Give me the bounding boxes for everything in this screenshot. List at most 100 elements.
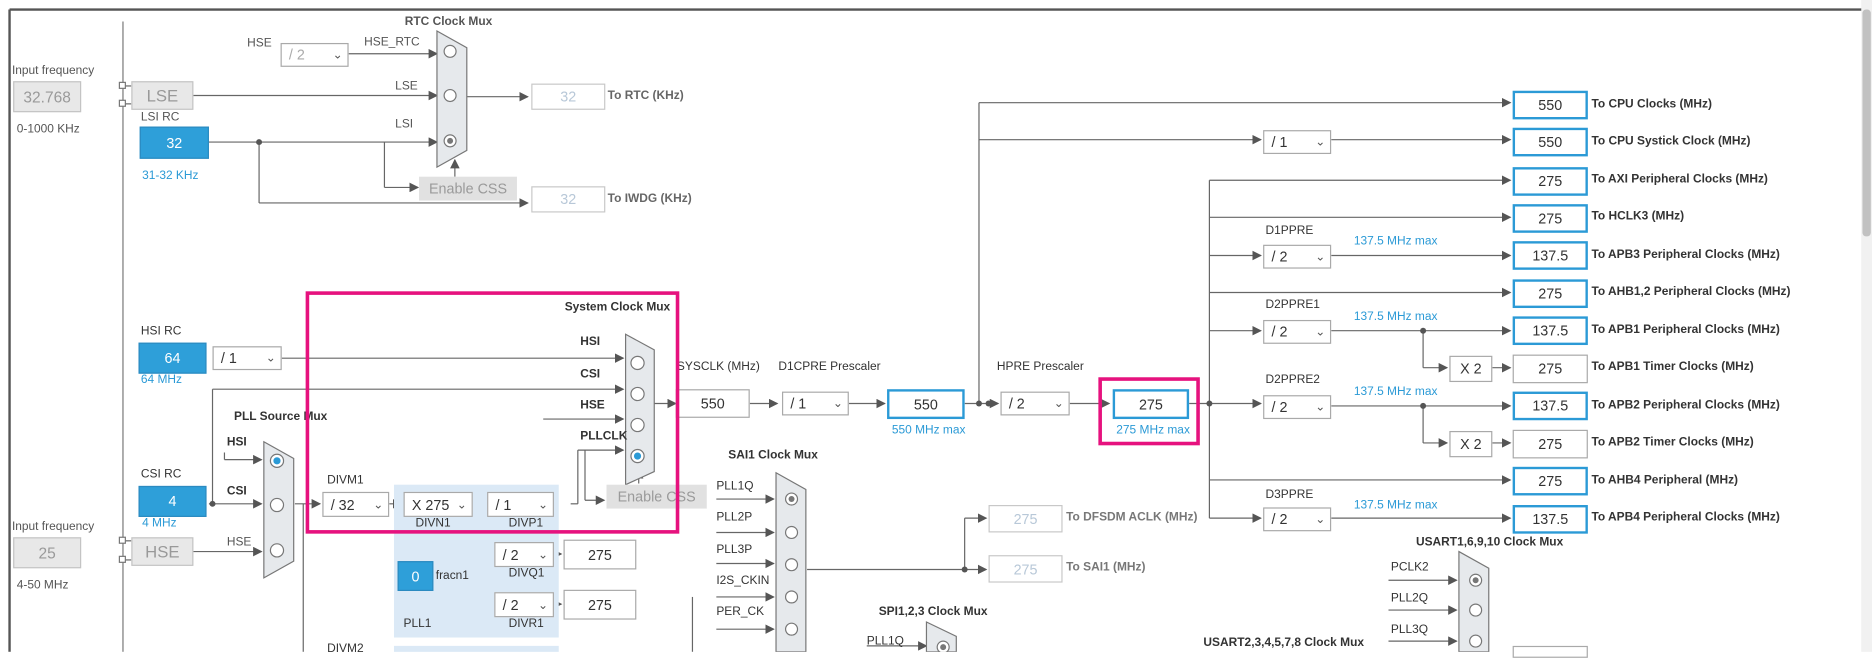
hsi-rc-label: HSI RC (140, 324, 182, 338)
lse-range-label: 0-1000 KHz (16, 122, 80, 137)
fracn1-label: fracn1 (435, 569, 469, 583)
pll1-label: PLL1 (403, 617, 432, 631)
chevron-down-icon: ⌄ (1315, 513, 1326, 527)
apb1-timer-value[interactable]: 275 (1512, 354, 1588, 384)
sai1-output-label: To SAI1 (MHz) (1066, 561, 1146, 575)
dfsdm-aclk-value[interactable]: 275 (988, 505, 1063, 533)
lse-block[interactable]: LSE (131, 81, 194, 110)
divn1-select[interactable]: X 275⌄ (403, 491, 473, 517)
hpre-output[interactable]: 275 (1112, 389, 1190, 420)
fracn1-value[interactable]: 0 (397, 561, 434, 591)
apb4-peripheral-value[interactable]: 137.5 (1512, 505, 1588, 534)
sysmux-pllclk-label: PLLCLK (580, 429, 628, 443)
vertical-scrollbar[interactable] (1861, 0, 1872, 652)
ahb4-peripheral-value[interactable]: 275 (1512, 466, 1588, 496)
pll2-block (393, 645, 559, 652)
hsi-divider-select[interactable]: / 1⌄ (212, 346, 282, 371)
rtc-hse-divider-select[interactable]: / 2⌄ (280, 42, 349, 67)
chevron-down-icon: ⌄ (1315, 136, 1326, 150)
divq1-output[interactable]: 275 (563, 539, 637, 570)
apb1-timer-label: To APB1 Timer Clocks (MHz) (1591, 360, 1754, 374)
axi-peripheral-value[interactable]: 275 (1512, 167, 1588, 196)
cpu-clocks-value[interactable]: 550 (1512, 90, 1588, 120)
csi-rc-value[interactable]: 4 (138, 485, 207, 517)
ahb12-peripheral-value[interactable]: 275 (1512, 279, 1588, 309)
d3ppre-select[interactable]: / 2⌄ (1263, 507, 1332, 532)
system-clock-mux-highlight (305, 291, 680, 534)
hse-block[interactable]: HSE (131, 537, 194, 566)
divn1-label: DIVN1 (415, 516, 451, 531)
lse-input-frequency-field[interactable]: 32.768 (13, 81, 82, 113)
usart1-input-pll2q: PLL2Q (1390, 592, 1429, 606)
pll-src-csi-label: CSI (226, 484, 247, 498)
divm1-label: DIVM1 (327, 473, 364, 488)
rtc-enable-css-button[interactable]: Enable CSS (419, 176, 517, 201)
usart1-mux-title: USART1,6,9,10 Clock Mux (1415, 536, 1564, 550)
d1cpre-label: D1CPRE Prescaler (778, 360, 881, 374)
lsi-rc-value[interactable]: 32 (139, 126, 209, 159)
iwdg-output-value[interactable]: 32 (531, 186, 606, 213)
d1cpre-output[interactable]: 550 (887, 389, 965, 420)
d2ppre2-max-label: 137.5 MHz max (1353, 385, 1438, 399)
chevron-down-icon: ⌄ (265, 352, 276, 366)
vertical-scrollbar-thumb[interactable] (1862, 9, 1871, 237)
chevron-down-icon: ⌄ (537, 498, 548, 512)
hse-range-label: 4-50 MHz (16, 579, 69, 593)
apb3-peripheral-label: To APB3 Peripheral Clocks (MHz) (1591, 248, 1780, 262)
d1ppre-label: D1PPRE (1265, 224, 1314, 238)
sai1-input-per-ck: PER_CK (716, 605, 765, 619)
divq1-select[interactable]: / 2⌄ (494, 542, 554, 568)
d1cpre-select[interactable]: / 1⌄ (781, 391, 849, 416)
sysclk-value[interactable]: 550 (675, 389, 750, 418)
axi-peripheral-label: To AXI Peripheral Clocks (MHz) (1591, 173, 1768, 187)
divr1-output[interactable]: 275 (563, 589, 637, 620)
divm2-label: DIVM2 (327, 642, 364, 656)
apb1-peripheral-label: To APB1 Peripheral Clocks (MHz) (1591, 323, 1780, 337)
spi-input-pll1q: PLL1Q (866, 635, 904, 649)
d2ppre2-select[interactable]: / 2⌄ (1263, 395, 1332, 420)
hclk3-value[interactable]: 275 (1512, 204, 1588, 233)
divq1-label: DIVQ1 (508, 567, 545, 581)
chevron-down-icon: ⌄ (332, 48, 343, 63)
cpu-systick-value[interactable]: 550 (1512, 127, 1588, 157)
divr1-select[interactable]: / 2⌄ (494, 592, 554, 618)
apb2-timer-multiplier: X 2 (1449, 430, 1493, 458)
sai1-input-pll3p: PLL3P (716, 543, 753, 557)
csi-rc-label: CSI RC (140, 468, 182, 482)
d3ppre-max-label: 137.5 MHz max (1353, 499, 1438, 513)
rtc-lse-input-label: LSE (395, 79, 418, 94)
chevron-down-icon: ⌄ (537, 598, 548, 612)
d2ppre2-label: D2PPRE2 (1265, 373, 1320, 387)
rtc-hse-label: HSE (247, 37, 272, 51)
csi-frequency-label: 4 MHz (142, 516, 177, 531)
divm1-select[interactable]: / 32⌄ (322, 491, 390, 517)
chevron-down-icon: ⌄ (537, 548, 548, 562)
d1ppre-max-label: 137.5 MHz max (1353, 235, 1438, 249)
hpre-select[interactable]: / 2⌄ (1000, 391, 1070, 416)
systick-divider-select[interactable]: / 1⌄ (1263, 130, 1332, 155)
d1ppre-select[interactable]: / 2⌄ (1263, 244, 1332, 269)
apb3-peripheral-value[interactable]: 137.5 (1512, 241, 1588, 270)
lsi-range-label: 31-32 KHz (142, 169, 199, 183)
d2ppre1-label: D2PPRE1 (1265, 298, 1320, 312)
hsi-rc-value[interactable]: 64 (138, 342, 207, 374)
rtc-output-value[interactable]: 32 (531, 83, 606, 110)
sai1-input-i2s-ckin: I2S_CKIN (716, 574, 770, 588)
usart1-input-pll3q: PLL3Q (1390, 623, 1429, 637)
d2ppre1-select[interactable]: / 2⌄ (1263, 319, 1332, 344)
ahb4-peripheral-label: To AHB4 Peripheral (MHz) (1591, 473, 1739, 488)
apb2-peripheral-label: To APB2 Peripheral Clocks (MHz) (1591, 398, 1780, 412)
hclk-highlight (1098, 377, 1200, 446)
hclk3-label: To HCLK3 (MHz) (1591, 210, 1685, 224)
apb4-peripheral-label: To APB4 Peripheral Clocks (MHz) (1591, 510, 1780, 525)
apb2-timer-value[interactable]: 275 (1512, 429, 1588, 459)
iwdg-output-label: To IWDG (KHz) (607, 192, 692, 206)
sai1-output-value[interactable]: 275 (988, 555, 1063, 583)
divp1-select[interactable]: / 1⌄ (487, 491, 554, 517)
apb1-peripheral-value[interactable]: 137.5 (1512, 316, 1588, 346)
apb2-peripheral-value[interactable]: 137.5 (1512, 391, 1588, 421)
usart2-mux-title: USART2,3,4,5,7,8 Clock Mux (1203, 636, 1365, 650)
cpu-clocks-label: To CPU Clocks (MHz) (1591, 97, 1712, 112)
hse-input-frequency-field[interactable]: 25 (13, 537, 82, 569)
